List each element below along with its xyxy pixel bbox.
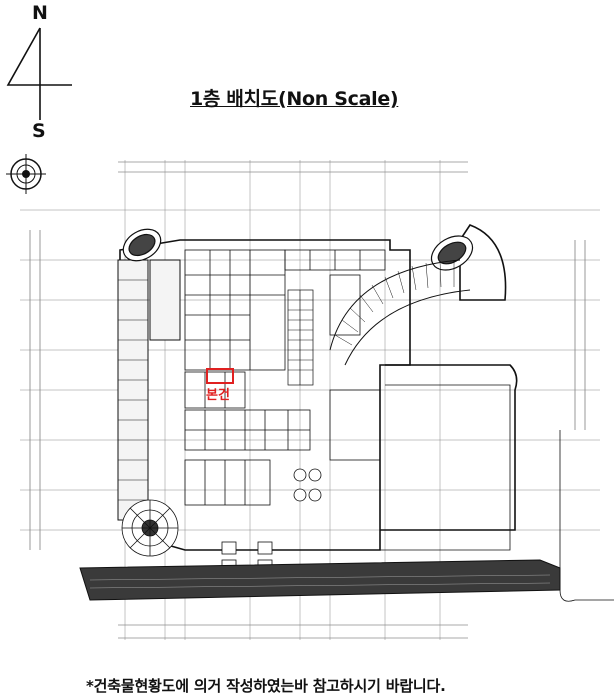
north-arrow bbox=[0, 0, 80, 145]
north-label: N bbox=[32, 2, 48, 24]
subject-unit-marker bbox=[206, 368, 234, 384]
page-title: 1층 배치도(Non Scale) bbox=[190, 88, 399, 110]
subject-unit-label: 본건 bbox=[206, 388, 230, 403]
compass-rose-icon bbox=[4, 152, 48, 196]
floor-plan bbox=[0, 150, 614, 650]
footnote: *건축물현황도에 의거 작성하였는바 참고하시기 바랍니다. bbox=[86, 677, 446, 695]
south-label: S bbox=[32, 120, 46, 142]
